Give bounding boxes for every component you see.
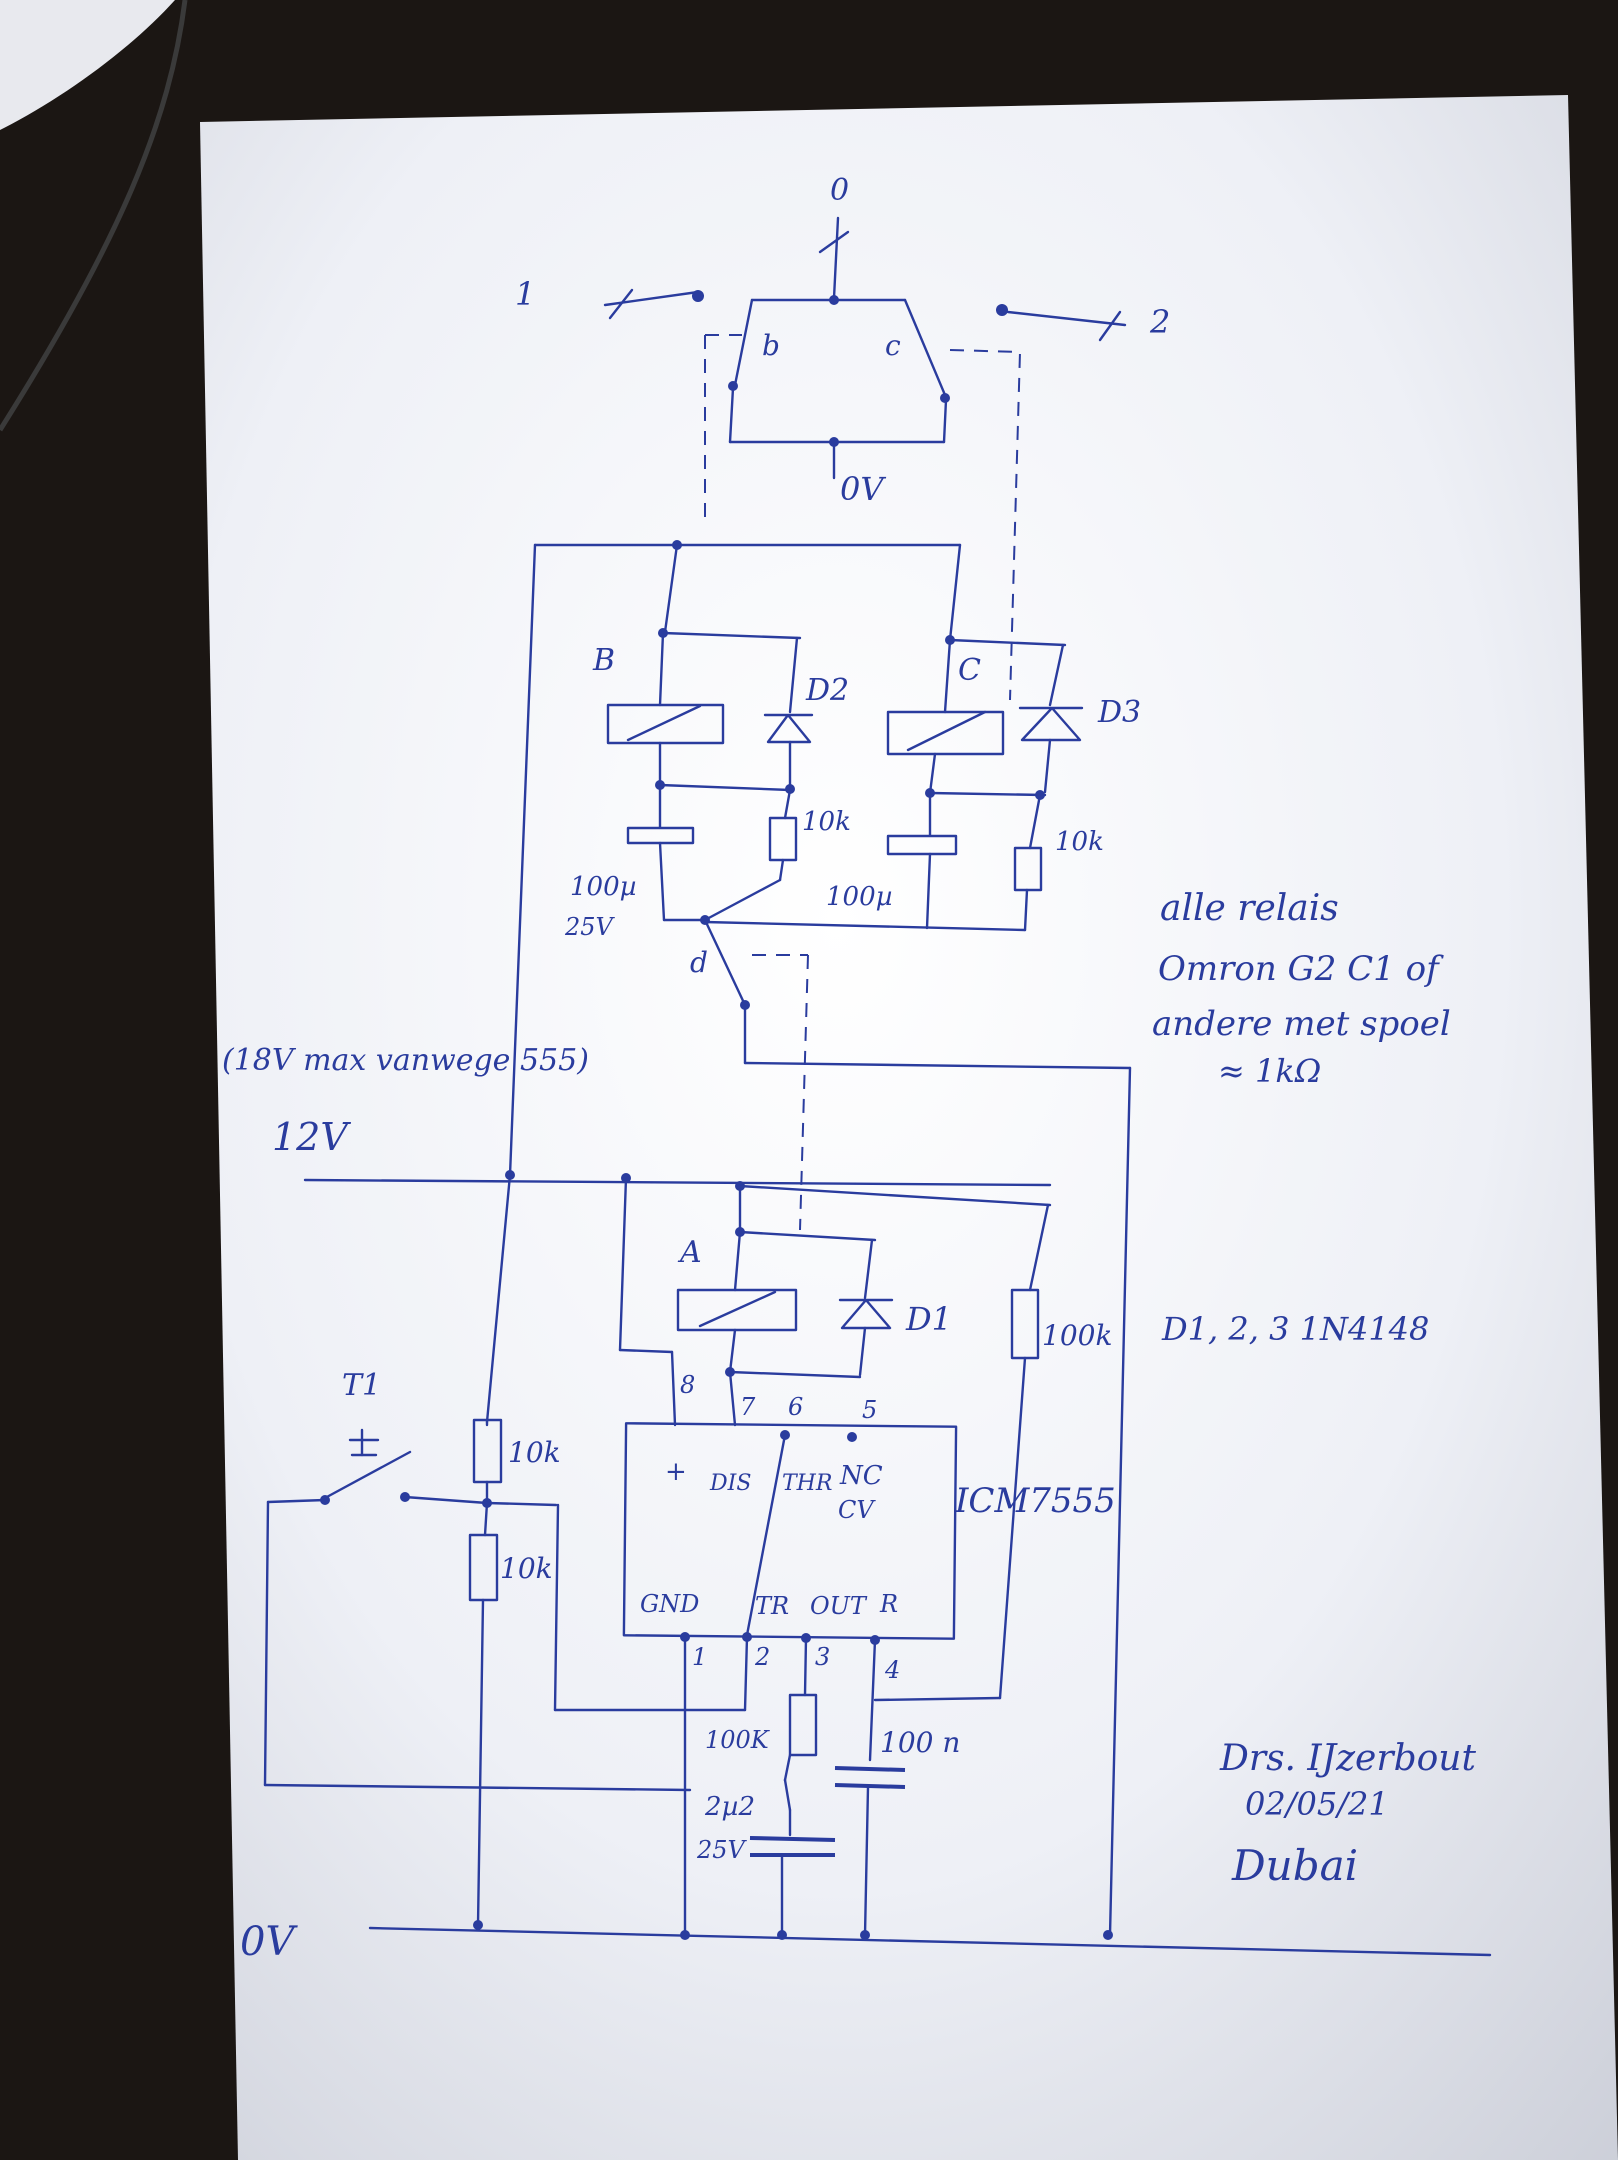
pin-label-gnd: GND <box>640 1590 699 1618</box>
pin-5: 5 <box>862 1396 877 1424</box>
resistor-b-value: 10k <box>802 807 851 837</box>
timer-block: A D1 100k 8 7 6 5 + DIS THR NC CV ICM755… <box>553 1173 1116 1940</box>
supply-note: (18V max vanwege 555) <box>222 1043 589 1078</box>
switch-contact-b: b <box>762 329 780 362</box>
cap-b-value: 100µ <box>570 872 637 902</box>
chip-label: ICM7555 <box>954 1481 1116 1521</box>
relay-a-label: A <box>677 1235 702 1270</box>
note-relay-line2: Omron G2 C1 of <box>1158 949 1444 989</box>
c-timing-voltage: 25V <box>696 1836 748 1864</box>
pin-label-nc: NC <box>839 1461 883 1491</box>
switch-pos-2: 2 <box>1149 303 1170 341</box>
contact-d-label: d <box>690 946 708 979</box>
pin-label-plus: + <box>665 1457 687 1487</box>
pin-label-r: R <box>879 1590 898 1618</box>
pin-2: 2 <box>754 1643 770 1671</box>
note-relay-line4: ≈ 1kΩ <box>1218 1052 1321 1090</box>
signature-date: 02/05/21 <box>1245 1785 1389 1823</box>
relay-b-label: B <box>592 643 615 678</box>
cap-b-voltage: 25V <box>564 913 616 941</box>
switch-ground-label: 0V <box>840 470 886 508</box>
pin-label-dis: DIS <box>709 1471 751 1496</box>
r-top-value: 10k <box>508 1436 561 1469</box>
supply-0v-label: 0V <box>240 1919 298 1965</box>
supply-12v-label: 12V <box>272 1115 351 1159</box>
r-bottom-value: 10k <box>500 1552 553 1585</box>
relay-block-bc: B D2 100µ 25V 10k C D3 <box>533 540 1141 1940</box>
relay-c-label: C <box>958 653 981 688</box>
notes: alle relais Omron G2 C1 of andere met sp… <box>1152 888 1476 1890</box>
pin-label-thr: THR <box>782 1471 832 1496</box>
r-pullup-value: 100k <box>1042 1319 1112 1352</box>
r-out-value: 100K <box>705 1726 771 1754</box>
pin-label-cv: CV <box>838 1496 876 1524</box>
pin-8: 8 <box>680 1371 695 1399</box>
note-diodes: D1, 2, 3 1N4148 <box>1161 1310 1429 1348</box>
pin-label-out: OUT <box>810 1592 868 1620</box>
note-relay-line1: alle relais <box>1160 888 1339 929</box>
paper-sheet <box>200 95 1618 2160</box>
note-relay-line3: andere met spoel <box>1152 1004 1451 1044</box>
switch-pos-1: 1 <box>515 275 535 313</box>
cap-c-value: 100µ <box>826 882 893 912</box>
diode-d1-label: D1 <box>905 1300 952 1338</box>
pin-3: 3 <box>815 1643 830 1671</box>
pin-label-tr: TR <box>755 1592 789 1620</box>
pin-6: 6 <box>788 1393 803 1421</box>
switch-contact-c: c <box>885 329 901 362</box>
c-reset-value: 100 n <box>880 1726 960 1759</box>
trigger-block: T1 10k 10k <box>263 1368 692 1930</box>
diode-d3-label: D3 <box>1097 695 1141 730</box>
switch-pos-0: 0 <box>830 173 849 208</box>
pin-4: 4 <box>884 1656 900 1684</box>
pin-1: 1 <box>692 1643 707 1671</box>
pin-7: 7 <box>740 1393 756 1421</box>
selector-switch: 0 0V b c 1 2 <box>515 173 1170 701</box>
supply-rails: (18V max vanwege 555) 12V 0V <box>222 543 1492 1965</box>
button-t1-label: T1 <box>342 1368 381 1403</box>
signature-place: Dubai <box>1231 1841 1358 1890</box>
diode-d2-label: D2 <box>805 673 849 708</box>
signature-name: Drs. IJzerbout <box>1219 1738 1476 1779</box>
resistor-c-value: 10k <box>1055 827 1104 857</box>
c-timing-value: 2µ2 <box>704 1792 755 1822</box>
